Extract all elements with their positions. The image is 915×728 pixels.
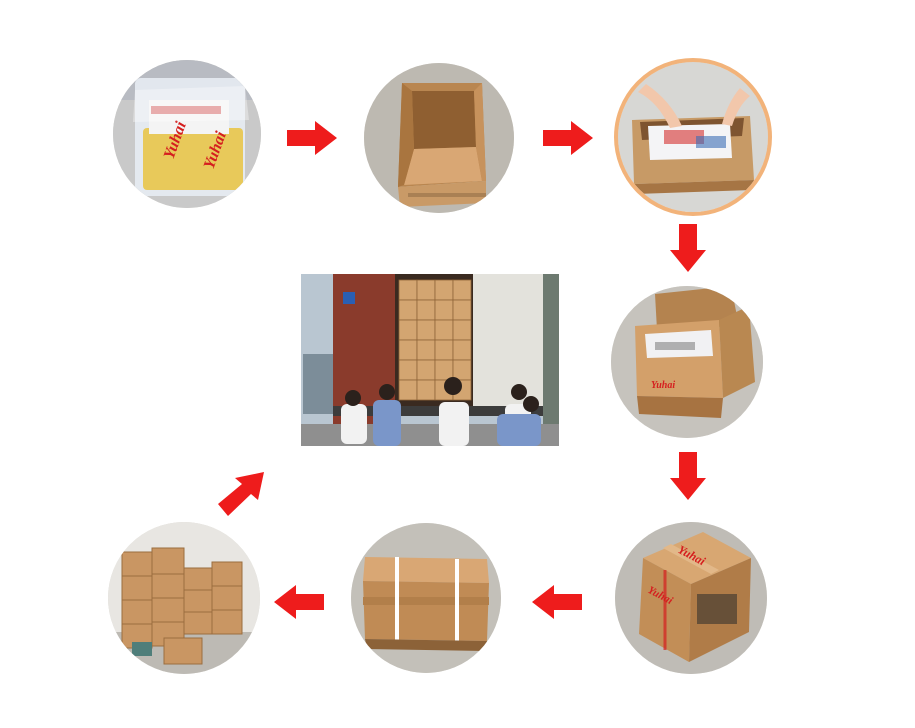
empty-carton-image [364, 63, 514, 213]
step-product-bag: Yuhai Yuhai [113, 60, 261, 208]
highlight-ring [614, 58, 772, 216]
strapped-carton-image [351, 523, 501, 673]
filled-carton-image: Yuhai [611, 286, 763, 438]
taped-carton-image: Yuhai Yuhai [615, 522, 767, 674]
container-loading-image [301, 274, 559, 446]
arrow-right-2 [543, 121, 593, 155]
arrow-left-1 [532, 585, 582, 619]
arrow-down-2 [670, 452, 706, 500]
arrow-down-1 [670, 224, 706, 272]
step-strapped-carton [351, 523, 501, 673]
carton-brand-print: Yuhai [651, 380, 675, 391]
arrow-right-1 [287, 121, 337, 155]
arrow-up-right [218, 470, 266, 516]
stacked-cartons-image [108, 522, 260, 674]
step-container-loading [301, 274, 559, 446]
step-stacked-cartons [108, 522, 260, 674]
step-filled-carton: Yuhai [611, 286, 763, 438]
arrow-left-2 [274, 585, 324, 619]
bagged-product-image: Yuhai Yuhai [113, 60, 261, 208]
step-empty-carton [364, 63, 514, 213]
step-taped-carton: Yuhai Yuhai [615, 522, 767, 674]
